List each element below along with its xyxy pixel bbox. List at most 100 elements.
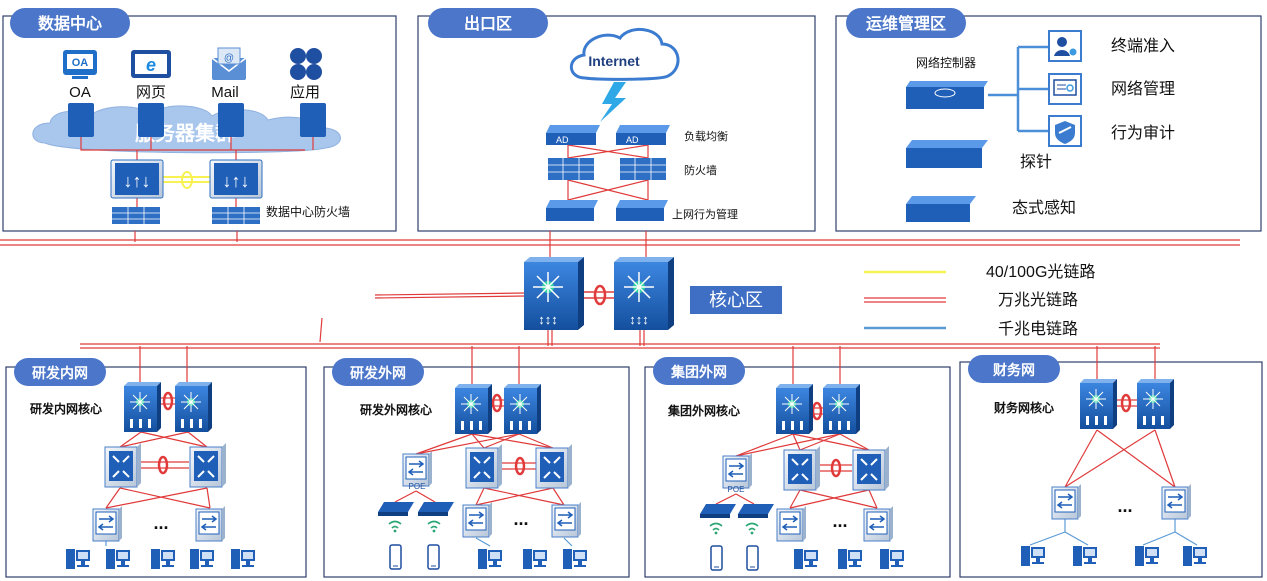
app-icon — [290, 48, 322, 80]
datacenter-firewall-1 — [112, 207, 160, 224]
rd-external-zone — [323, 366, 630, 578]
ops-item-behavior-audit: 行为审计 — [1111, 124, 1175, 142]
egress-title-pill: 出口区 — [428, 8, 548, 38]
egress-title: 出口区 — [464, 14, 512, 33]
core-switch-2: ↕↕↕ — [614, 257, 674, 330]
controller-label: 网络控制器 — [916, 55, 976, 70]
network-controller — [906, 81, 988, 109]
rd-internal-pc-5 — [231, 549, 255, 569]
core-interlink — [584, 284, 614, 306]
rd-external-ap-1 — [378, 502, 414, 516]
rd-external-ap-2 — [418, 502, 454, 516]
core-title-box: 核心区 — [690, 286, 782, 314]
app-label-app: 应用 — [290, 83, 320, 101]
finance-pc-3 — [1135, 546, 1159, 566]
group-external-phone-1 — [710, 545, 723, 571]
rd-external-poe-label: POE — [409, 482, 426, 491]
rd-external-wifi-2 — [427, 520, 441, 533]
egress-firewall-1 — [548, 158, 594, 180]
app-label-web: 网页 — [136, 84, 166, 101]
legend-label-10g: 万兆光链路 — [998, 291, 1078, 309]
rd-external-poe-switch — [402, 451, 432, 487]
rd-internal-access-switch-1 — [92, 506, 122, 542]
group-external-access-switch-1 — [776, 506, 806, 542]
rd-external-core-label: 研发外网核心 — [360, 402, 432, 417]
svg-text:OA: OA — [72, 57, 89, 69]
behavior-mgmt-2 — [616, 200, 668, 221]
internet-cloud: Internet — [569, 28, 680, 81]
finance-core-label: 财务网核心 — [993, 400, 1054, 415]
server-1 — [68, 103, 94, 137]
behavior-audit-icon — [1048, 115, 1082, 147]
datacenter-links — [80, 137, 314, 207]
finance-access-switch-1 — [1051, 484, 1081, 520]
ops-title: 运维管理区 — [866, 14, 946, 33]
oa-icon: OA — [63, 50, 97, 79]
ops-title-pill: 运维管理区 — [846, 8, 966, 38]
behavior-mgmt-1 — [546, 200, 598, 221]
server-2 — [138, 103, 164, 137]
ad-badge-2: AD — [626, 135, 639, 145]
group-external-title: 集团外网 — [670, 364, 727, 381]
rd-external-wifi-1 — [388, 520, 402, 533]
svg-text:↓↑↓: ↓↑↓ — [223, 171, 250, 191]
situation-label: 态式感知 — [1012, 199, 1076, 217]
probe-label: 探针 — [1020, 153, 1052, 171]
egress-firewall-2 — [620, 158, 666, 180]
rd-external-pc-3 — [563, 549, 587, 569]
finance-pc-2 — [1073, 546, 1097, 566]
group-external-poe-label: POE — [728, 485, 745, 494]
lightning-icon — [600, 82, 626, 122]
subnet-zones — [66, 379, 1207, 571]
datacenter-firewall-2 — [212, 207, 260, 224]
rd-external-pc-1 — [478, 549, 502, 569]
svg-text:↓↑↓: ↓↑↓ — [124, 171, 151, 191]
rd-internal-agg-switch-2 — [189, 443, 226, 488]
group-external-phone-2 — [746, 545, 759, 571]
finance-access-switch-2 — [1161, 484, 1191, 520]
app-label-mail: Mail — [211, 84, 239, 101]
datacenter-apps: OA e @ OA 网页 Mail 应用 — [63, 47, 322, 101]
egress-zone — [417, 15, 816, 232]
core-switch-1: ↕↕↕ — [524, 257, 584, 330]
rd-external-ellipsis: ... — [513, 509, 528, 529]
load-balancer-1: AD — [546, 125, 600, 145]
network-mgmt-icon — [1048, 73, 1082, 105]
rd-internal-title-pill: 研发内网 — [14, 358, 106, 386]
rd-external-access-switch-1 — [462, 502, 492, 538]
rd-internal-core-switch-2 — [175, 382, 212, 432]
svg-text:↕↕↕: ↕↕↕ — [538, 312, 558, 327]
rd-external-core-switch-1 — [455, 384, 492, 434]
load-balancer-2: AD — [616, 125, 670, 145]
datacenter-switch-2: ↓↑↓ — [209, 159, 263, 199]
rd-internal-pc-1 — [66, 549, 90, 569]
rd-external-phone-1 — [389, 544, 402, 570]
ad-badge-1: AD — [556, 135, 569, 145]
finance-pc-4 — [1183, 546, 1207, 566]
rd-external-agg-switch-2 — [535, 444, 572, 489]
rd-internal-pc-4 — [190, 549, 214, 569]
group-external-agg-switch-1 — [783, 446, 820, 491]
ops-item-terminal-access: 终端准入 — [1111, 37, 1175, 55]
fw-label: 防火墙 — [684, 163, 717, 177]
group-external-core-label: 集团外网核心 — [667, 403, 740, 418]
rd-external-pc-2 — [523, 549, 547, 569]
rd-external-agg-switch-1 — [465, 444, 502, 489]
rd-internal-pc-3 — [151, 549, 175, 569]
rd-internal-ellipsis: ... — [153, 513, 168, 533]
rd-external-title-pill: 研发外网 — [332, 358, 424, 386]
ops-links — [988, 45, 1048, 133]
group-external-agg-switch-2 — [852, 446, 889, 491]
finance-ellipsis: ... — [1117, 496, 1132, 516]
group-external-wifi-1 — [709, 522, 723, 535]
svg-text:e: e — [146, 55, 156, 75]
terminal-access-icon — [1048, 30, 1082, 62]
server-4 — [300, 103, 326, 137]
datacenter-title: 数据中心 — [38, 14, 102, 33]
backbone-links — [0, 231, 1240, 388]
group-external-ap-1 — [700, 504, 736, 518]
datacenter-firewall-label: 数据中心防火墙 — [266, 204, 350, 219]
cluster-servers — [68, 103, 326, 137]
group-external-core-switch-2 — [823, 384, 860, 434]
